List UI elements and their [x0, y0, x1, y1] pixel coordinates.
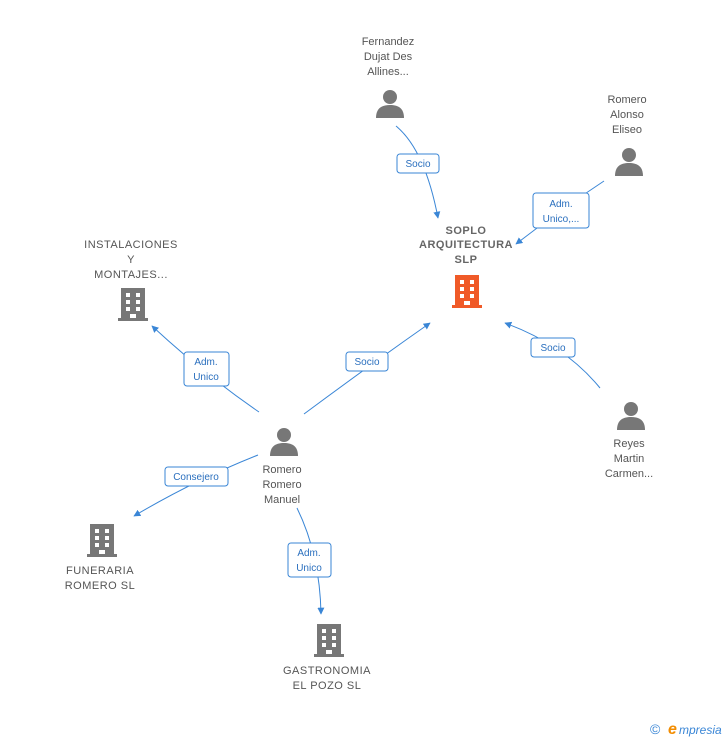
person-icon	[270, 428, 298, 456]
edge-label-box[interactable]	[396, 153, 440, 174]
person-icon	[376, 90, 404, 118]
edge-romero-alonso-soplo[interactable]: Adm. Unico,...	[515, 180, 605, 245]
node-label: Martin	[614, 453, 645, 465]
node-reyes-martin[interactable]: Reyes Martin Carmen...	[605, 402, 653, 480]
copyright-icon: ©	[650, 721, 661, 737]
person-icon	[615, 148, 643, 176]
node-label: INSTALACIONES	[84, 239, 178, 251]
node-label: Allines...	[367, 66, 409, 78]
edge-label: Adm.	[297, 548, 320, 559]
person-icon	[617, 402, 645, 430]
edge-label-box[interactable]	[164, 466, 229, 487]
node-label: MONTAJES...	[94, 269, 168, 281]
node-label: ARQUITECTURA	[419, 239, 513, 251]
node-label: Carmen...	[605, 468, 653, 480]
edge-label: Socio	[354, 357, 379, 368]
node-label: ROMERO SL	[65, 580, 136, 592]
node-label: Romero	[262, 479, 301, 491]
edge-label-box[interactable]	[345, 351, 389, 372]
edge-label: Adm.	[194, 357, 217, 368]
node-label: SOPLO	[445, 225, 486, 237]
node-romero-alonso[interactable]: Romero Alonso Eliseo	[607, 94, 647, 176]
brand-initial: e	[668, 721, 677, 738]
edge-label: Socio	[540, 343, 565, 354]
node-label: SLP	[455, 254, 478, 266]
node-label: Reyes	[613, 438, 645, 450]
node-romero-romero-manuel[interactable]: Romero Romero Manuel	[262, 428, 302, 506]
edge-label: Socio	[405, 159, 430, 170]
node-label: Fernandez	[362, 36, 415, 48]
empresia-logo[interactable]: © e mpresia	[650, 721, 722, 738]
edge-label: Consejero	[173, 472, 219, 483]
node-label: Y	[127, 254, 135, 266]
building-icon	[452, 275, 482, 308]
node-funeraria-romero[interactable]: FUNERARIA ROMERO SL	[65, 524, 136, 592]
edge-label-box[interactable]	[287, 542, 332, 578]
edge-label: Unico	[296, 563, 322, 574]
node-label: Romero	[607, 94, 646, 106]
edge-label-box[interactable]	[532, 192, 590, 229]
edge-manuel-funeraria[interactable]: Consejero	[133, 454, 259, 517]
node-gastronomia-el-pozo[interactable]: GASTRONOMIA EL POZO SL	[283, 624, 371, 692]
node-soplo-arquitectura[interactable]: SOPLO ARQUITECTURA SLP	[419, 225, 513, 308]
node-label: Manuel	[264, 494, 300, 506]
edge-label: Unico,...	[543, 214, 580, 225]
node-label: Dujat Des	[364, 51, 413, 63]
edge-manuel-soplo[interactable]: Socio	[303, 322, 431, 415]
building-icon	[118, 288, 148, 321]
node-label: FUNERARIA	[66, 565, 134, 577]
edge-reyes-soplo[interactable]: Socio	[504, 321, 601, 389]
edge-label: Adm.	[549, 199, 572, 210]
node-label: GASTRONOMIA	[283, 665, 371, 677]
building-icon	[87, 524, 117, 557]
edge-fernandez-soplo[interactable]: Socio	[395, 125, 441, 219]
node-instalaciones-montajes[interactable]: INSTALACIONES Y MONTAJES...	[84, 239, 178, 321]
brand-name: mpresia	[679, 723, 722, 737]
edge-manuel-gastronomia[interactable]: Adm. Unico	[287, 507, 332, 615]
edge-manuel-instalaciones[interactable]: Adm. Unico	[151, 325, 260, 413]
node-label: Alonso	[610, 109, 644, 121]
node-label: Romero	[262, 464, 301, 476]
node-label: Eliseo	[612, 124, 642, 136]
building-icon	[314, 624, 344, 657]
edge-label: Unico	[193, 372, 219, 383]
node-fernandez-dujat[interactable]: Fernandez Dujat Des Allines...	[362, 36, 415, 118]
edge-label-box[interactable]	[530, 337, 576, 358]
node-label: EL POZO SL	[293, 680, 362, 692]
edge-label-box[interactable]	[183, 351, 230, 387]
